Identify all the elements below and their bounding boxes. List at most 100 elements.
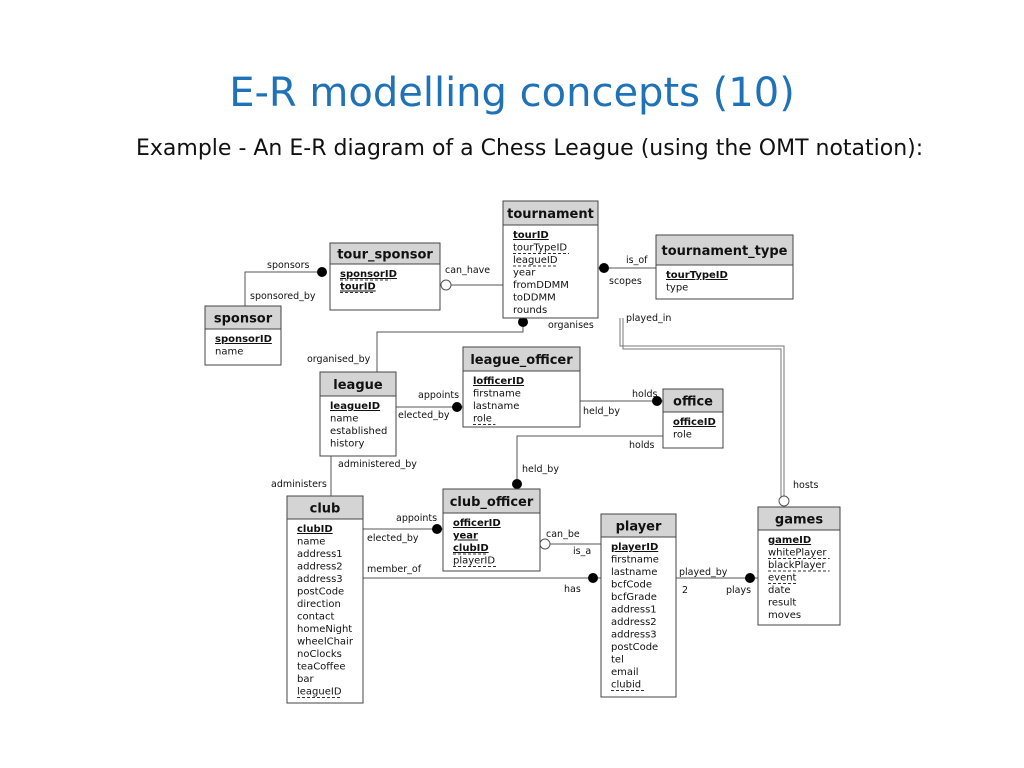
club-attr: noClocks <box>297 649 342 660</box>
office-attr: officeID <box>673 417 716 428</box>
league-officer-attr: lofficerID <box>473 376 524 387</box>
league-header <box>319 371 397 397</box>
games-attr: blackPlayer <box>768 560 827 571</box>
games-attr: date <box>768 585 791 596</box>
label-elected-by-league: elected_by <box>398 410 450 421</box>
player-attr: bcfCode <box>611 580 652 591</box>
tournament-type-header <box>655 234 794 266</box>
club-attr: name <box>297 537 325 548</box>
club-attr: postCode <box>297 587 344 598</box>
club-attr: clubID <box>297 524 333 535</box>
entity-player: playerplayerIDfirstnamelastnamebcfCodebc… <box>600 513 677 698</box>
tournament-type-title: tournament_type <box>662 244 788 259</box>
player-header <box>600 513 677 538</box>
player-attr: playerID <box>611 542 658 553</box>
games-attr: result <box>768 598 796 609</box>
club-attr: homeNight <box>297 624 352 635</box>
player-attr: address2 <box>611 617 657 628</box>
tour-sponsor-attr: tourID <box>340 282 376 293</box>
games-header <box>757 506 841 531</box>
player-attr: clubid <box>611 680 641 691</box>
club-officer-attr: year <box>453 531 478 542</box>
label-held-by-office: held_by <box>583 406 620 417</box>
label-member-of: member_of <box>367 564 422 575</box>
club-officer-title: club_officer <box>450 495 534 510</box>
label-held-by-club-officer: held_by <box>522 464 559 475</box>
club-title: club <box>310 502 341 517</box>
label-appoints-club: appoints <box>396 513 437 524</box>
label-organises: organises <box>548 320 594 331</box>
office-attr: role <box>673 430 692 441</box>
games-attr: moves <box>768 610 801 621</box>
player-attr: address3 <box>611 630 657 641</box>
league-attr: established <box>330 426 387 437</box>
sponsor-attr: sponsorID <box>215 334 272 345</box>
label-is-a: is_a <box>573 546 591 557</box>
label-appoints-league: appoints <box>418 390 459 401</box>
label-is-of: is_of <box>626 255 648 266</box>
tournament-type-attr: type <box>666 283 688 294</box>
club-attr: direction <box>297 599 341 610</box>
club-attr: teaCoffee <box>297 662 346 673</box>
club-officer-attr: officerID <box>453 518 501 529</box>
many-marker-has <box>588 573 598 583</box>
tour-sponsor-attr: sponsorID <box>340 269 397 280</box>
club-attr: address2 <box>297 562 343 573</box>
office-title: office <box>673 395 713 410</box>
tournament-type-attr: tourTypeID <box>666 270 728 281</box>
many-marker-holds <box>652 396 662 406</box>
club-attr: leagueID <box>297 687 342 698</box>
games-attr: event <box>768 573 797 584</box>
label-elected-by-club: elected_by <box>367 533 419 544</box>
label-has: has <box>564 584 581 595</box>
rel-tournament-games <box>619 318 785 497</box>
label-scopes: scopes <box>609 276 642 287</box>
office-header <box>662 388 724 413</box>
player-attr: postCode <box>611 642 658 653</box>
tournament-attr: tourID <box>513 230 549 241</box>
many-marker-held-by <box>512 479 522 489</box>
label-holds-top: holds <box>632 389 658 400</box>
player-title: player <box>616 520 662 535</box>
label-sponsors: sponsors <box>267 260 309 271</box>
club-officer-header <box>442 488 541 514</box>
league-officer-attr: firstname <box>473 389 521 400</box>
league-officer-attr: lastname <box>473 401 519 412</box>
many-marker-appoints-league <box>452 402 462 412</box>
rel-sponsor-tour-sponsor <box>244 271 322 306</box>
club-attr: bar <box>297 674 314 685</box>
entity-office: office officeID role <box>662 388 724 449</box>
games-title: games <box>775 513 823 528</box>
tournament-attr: toDDMM <box>513 293 556 304</box>
games-attr: gameID <box>768 535 811 546</box>
label-cardinality-2: 2 <box>682 585 688 596</box>
league-officer-header <box>462 346 581 372</box>
player-attr: bcfGrade <box>611 592 657 603</box>
player-attr: firstname <box>611 555 659 566</box>
many-marker-organises <box>518 317 528 327</box>
club-attr: contact <box>297 612 335 623</box>
sponsor-title: sponsor <box>214 312 273 327</box>
league-title: league <box>333 378 383 393</box>
club-officer-attr: playerID <box>453 556 495 567</box>
many-marker-plays <box>745 573 755 583</box>
entity-tournament-type: tournament_type tourTypeID type <box>655 234 794 300</box>
label-sponsored-by: sponsored_by <box>250 291 316 302</box>
label-played-in: played_in <box>626 313 671 324</box>
club-attr: address1 <box>297 549 343 560</box>
tournament-attr: leagueID <box>513 255 558 266</box>
league-officer-title: league_officer <box>470 353 573 368</box>
league-attr: name <box>330 414 358 425</box>
player-box <box>600 513 677 698</box>
games-attr: whitePlayer <box>768 548 827 559</box>
label-hosts: hosts <box>793 480 819 491</box>
player-attr: tel <box>611 655 624 666</box>
club-attr: address3 <box>297 574 343 585</box>
optional-marker-can-have <box>440 279 452 291</box>
tournament-attr: fromDDMM <box>513 280 569 291</box>
many-marker-sponsor-tour-sponsor <box>317 267 327 277</box>
